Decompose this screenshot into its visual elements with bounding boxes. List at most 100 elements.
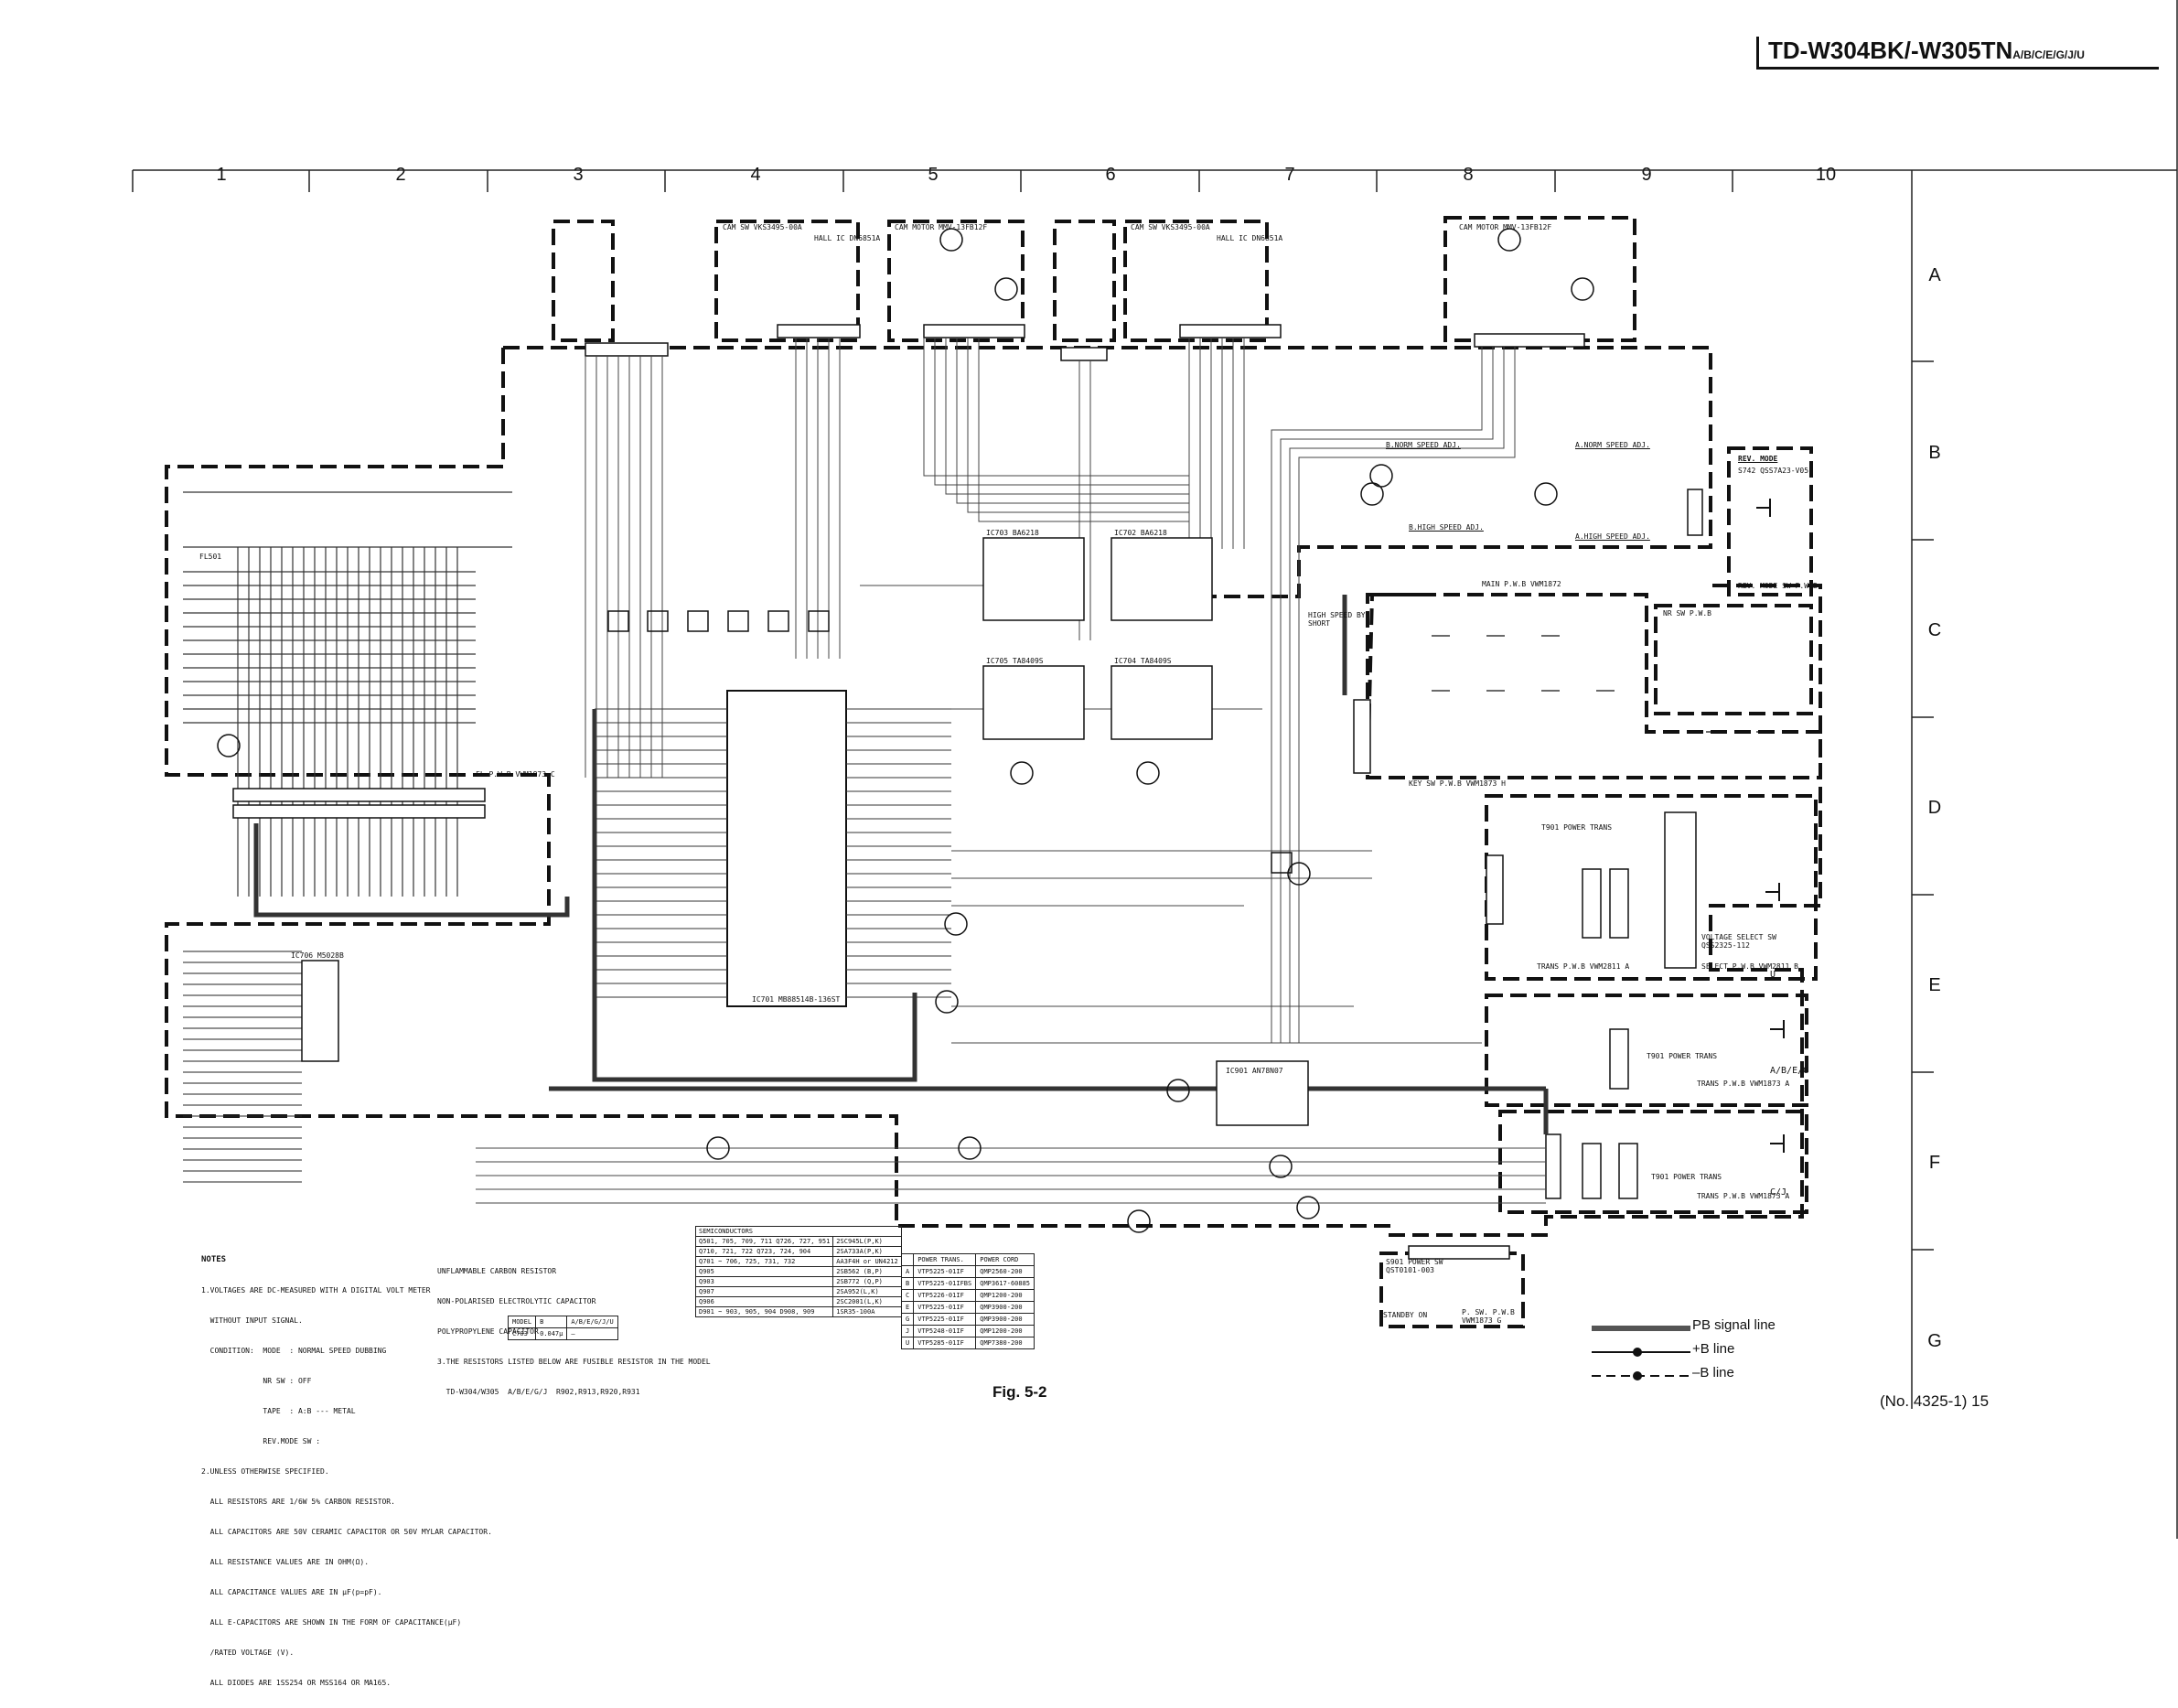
model-title: TD-W304BK/-W305TNA/B/C/E/G/J/U	[1756, 37, 2159, 70]
power-region: G	[900, 1313, 915, 1326]
semi-part: Q906	[694, 1296, 834, 1307]
note-line: ALL CAPACITANCE VALUES ARE IN μF(p=pF).	[201, 1588, 382, 1596]
c703-header-cell: A/B/E/G/J/U	[566, 1316, 618, 1328]
left-terminals	[183, 951, 302, 1183]
power-trans: VTP5225-01IF	[913, 1265, 977, 1278]
main-pwb-label: MAIN P.W.B VWM1872	[1482, 580, 1561, 588]
grid-col-7: 7	[1284, 165, 1295, 185]
t901-c-label: T901 POWER TRANS	[1651, 1173, 1722, 1181]
ic901-label: IC901 AN78N07	[1226, 1067, 1283, 1075]
frame	[132, 0, 2178, 1539]
power-cord: QMP3900-200	[975, 1301, 1035, 1314]
semi-title: SEMICONDUCTORS	[695, 1226, 902, 1237]
model-name: TD-W304BK/-W305TN	[1768, 37, 2013, 64]
semi-type: 2SC945L(P,K)	[832, 1236, 902, 1247]
note-line: ALL CAPACITORS ARE 50V CERAMIC CAPACITOR…	[201, 1528, 492, 1536]
note-line: WITHOUT INPUT SIGNAL.	[201, 1316, 303, 1325]
a-high-speed-label: A.HIGH SPEED ADJ.	[1575, 532, 1650, 541]
note-line: NR SW : OFF	[201, 1377, 312, 1385]
power-region: A	[900, 1265, 915, 1278]
grid-row-a: A	[1928, 265, 1941, 285]
nr-sw-pwb-label: NR SW P.W.B	[1663, 609, 1711, 618]
semi-type: 2SB772 (Q,P)	[832, 1276, 902, 1287]
power-trans: VTP5225-01IF	[913, 1313, 977, 1326]
connectors	[232, 324, 1703, 1260]
power-trans: VTP5248-01IF	[913, 1325, 977, 1337]
note-line: 1.VOLTAGES ARE DC-MEASURED WITH A DIGITA…	[201, 1286, 431, 1294]
wire-bundle	[476, 338, 1546, 1204]
ic701-label: IC701 MB88514B-136ST	[752, 995, 841, 1004]
schematic-drawing	[132, 0, 2178, 1539]
grid-row-d: D	[1927, 798, 1942, 818]
notes-title: NOTES	[201, 1255, 227, 1264]
motors	[939, 228, 1594, 301]
figure-label: Fig. 5-2	[992, 1383, 1047, 1401]
semi-type: 2SA952(L,K)	[832, 1286, 902, 1297]
trans-pwb-cj-label: TRANS P.W.B VWM1873 A	[1697, 1192, 1790, 1200]
power-header-cell: POWER CORD	[975, 1253, 1035, 1266]
note-line: CONDITION: MODE : NORMAL SPEED DUBBING	[201, 1347, 387, 1355]
a-norm-speed-label: A.NORM SPEED ADJ.	[1575, 441, 1650, 449]
note-line: ALL RESISTANCE VALUES ARE IN OHM(Ω).	[201, 1558, 370, 1566]
ic704-label: IC704 TA8409S	[1114, 657, 1172, 665]
grid-col-2: 2	[395, 165, 406, 185]
power-cord: QMP3617-60885	[975, 1277, 1035, 1290]
mains-plugs	[1756, 499, 1785, 1153]
symbol-line: 3.THE RESISTORS LISTED BELOW ARE FUSIBLE…	[437, 1358, 711, 1366]
power-region: J	[900, 1325, 915, 1337]
power-trans: VTP5225-01IFBS	[913, 1277, 977, 1290]
grid-row-b: B	[1928, 443, 1941, 463]
grid-col-1: 1	[216, 165, 227, 185]
power-cord: QMP1200-200	[975, 1289, 1035, 1302]
legend-lines	[1592, 1326, 1690, 1380]
cam-sw-b-label: CAM SW VKS3495-00A	[1131, 223, 1210, 231]
trans-pwb-u-label: TRANS P.W.B VWM2811 A	[1537, 962, 1630, 971]
b-high-speed-label: B.HIGH SPEED ADJ.	[1409, 523, 1484, 532]
grid-col-8: 8	[1463, 165, 1474, 185]
note-line: ALL DIODES ARE 1SS254 OR MSS164 OR MA165…	[201, 1679, 392, 1687]
note-line: REV.MODE SW :	[201, 1437, 325, 1445]
power-region: B	[900, 1277, 915, 1290]
fl-display-lines	[183, 491, 512, 897]
semi-part: Q907	[694, 1286, 834, 1297]
grid-col-9: 9	[1641, 165, 1652, 185]
semi-part: Q501, 705, 709, 711 Q726, 727, 951	[694, 1236, 834, 1247]
c703-table: MODEL B A/B/E/G/J/U C703 0.047μ —	[507, 1316, 618, 1340]
c703-header-cell: B	[535, 1316, 568, 1328]
grid-col-6: 6	[1105, 165, 1116, 185]
note-line: ALL RESISTORS ARE 1/6W 5% CARBON RESISTO…	[201, 1498, 395, 1506]
t901-a-label: T901 POWER TRANS	[1541, 823, 1613, 832]
legend-minus-b-label: –B line	[1692, 1365, 1734, 1380]
t901-b-label: T901 POWER TRANS	[1647, 1052, 1718, 1060]
board-outlines	[165, 216, 1822, 1328]
grid-row-e: E	[1928, 975, 1941, 995]
standby-label: STANDBY ON	[1383, 1311, 1428, 1319]
hall-ic-a-label: HALL IC DN6851A	[814, 234, 881, 242]
trans-pwb-aeg-label: TRANS P.W.B VWM1873 A	[1697, 1080, 1790, 1088]
grid-row-f: F	[1928, 1153, 1941, 1173]
cam-sw-a-label: CAM SW VKS3495-00A	[723, 223, 802, 231]
fl501-label: FL501	[199, 553, 222, 561]
symbol-line: TD-W304/W305 A/B/E/G/J R902,R913,R920,R9…	[437, 1388, 640, 1396]
transformers	[1582, 811, 1697, 1199]
note-line: TAPE : A:B --- METAL	[201, 1407, 356, 1415]
semi-type: 1SR35-100A	[832, 1306, 902, 1317]
region-cj-label: C/J	[1770, 1187, 1787, 1198]
select-pwb-label: SELECT P.W.B VWM2811 B	[1701, 962, 1798, 971]
b-norm-speed-label: B.NORM SPEED ADJ.	[1386, 441, 1461, 449]
semi-type: AA3F4H or UN4212	[832, 1256, 902, 1267]
semi-type: 2SC2001(L,K)	[832, 1296, 902, 1307]
power-region: U	[900, 1337, 915, 1349]
c703-cell: 0.047μ	[535, 1327, 568, 1340]
key-sw-pwb-label: KEY SW P.W.B VWM1873 H	[1409, 779, 1506, 788]
hall-ic-b-label: HALL IC DN6851A	[1217, 234, 1283, 242]
psw-pwb-label: P. SW. P.W.B VWM1873 G	[1462, 1308, 1515, 1325]
c703-header-cell: MODEL	[507, 1316, 537, 1328]
ic701-body	[726, 690, 847, 1007]
rev-mode-label: REV. MODE	[1738, 455, 1778, 463]
rev-mode-pwb-label: REV. MODE SW P.W.B	[1738, 582, 1818, 590]
voltage-select-label: VOLTAGE SELECT SW QSS2325-112	[1701, 933, 1776, 950]
small-ics	[301, 537, 1309, 1126]
pb-signal-paths	[253, 595, 1549, 1134]
